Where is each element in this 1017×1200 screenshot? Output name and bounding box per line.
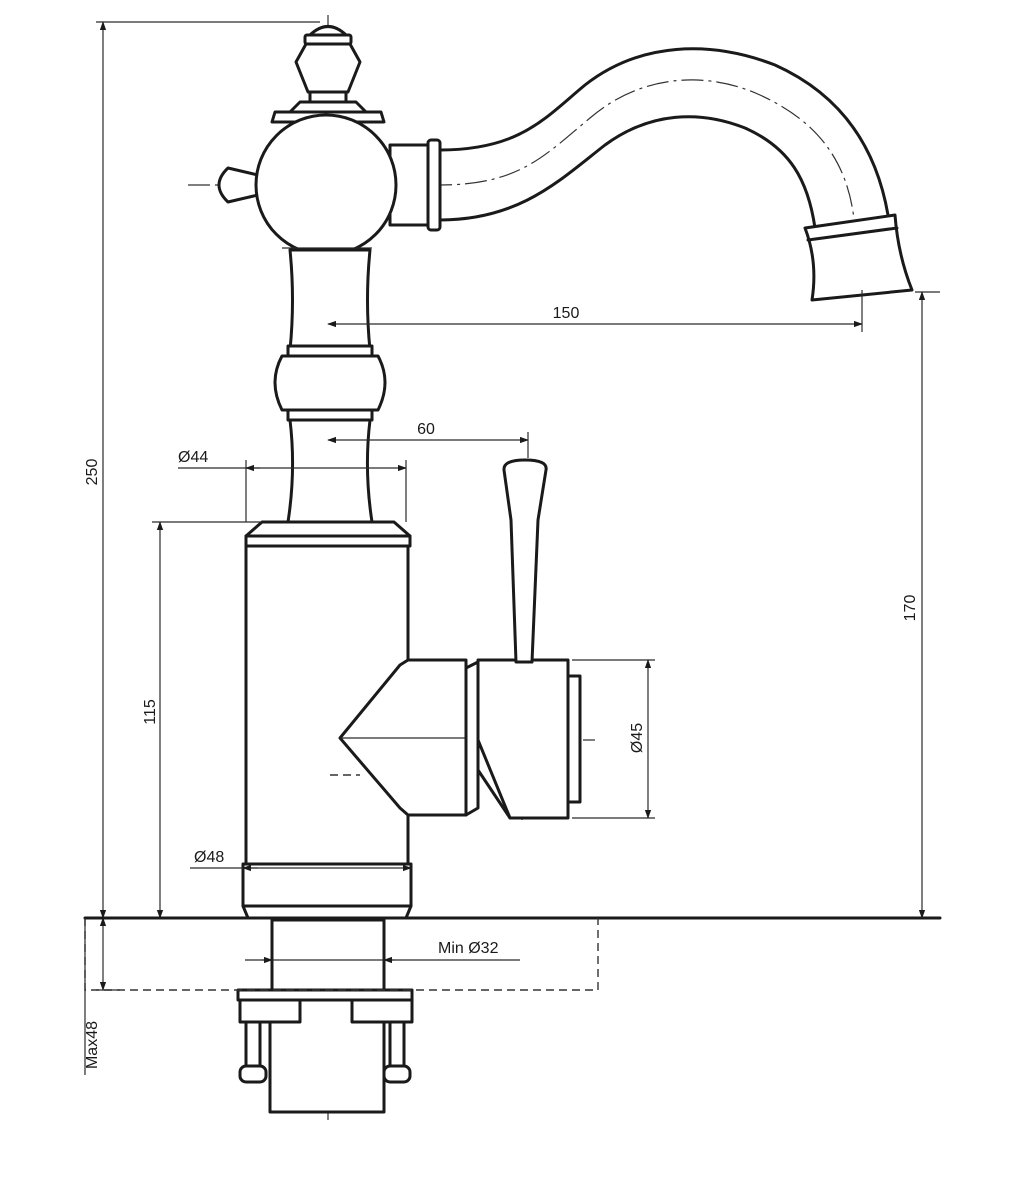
dim-deck-label: Max48 <box>84 1021 101 1069</box>
ball-joint <box>254 113 398 257</box>
dimensions: 250 150 60 Ø44 115 <box>84 21 940 1069</box>
dim-60-label: 60 <box>417 421 435 438</box>
dim-spout-reach: 150 <box>327 290 863 332</box>
dim-deck-thickness: Max48 <box>84 917 120 1069</box>
dim-body-height: 115 <box>142 521 262 919</box>
dim-total-height: 250 <box>84 21 320 919</box>
dim-250-label: 250 <box>84 459 101 486</box>
spout-centerline <box>395 79 856 290</box>
dim-hole-diameter: Min Ø32 <box>245 940 520 964</box>
handle-cartridge <box>330 658 582 820</box>
dim-handle-diameter: Ø45 <box>572 659 655 819</box>
dim-spout-height: 170 <box>902 291 940 919</box>
dim-neck-label: Ø44 <box>178 449 208 466</box>
dim-handle-label: Ø45 <box>629 723 646 753</box>
mounting-hardware <box>236 918 414 1114</box>
finial <box>270 25 386 124</box>
dim-170-label: 170 <box>902 595 919 622</box>
dim-base-label: Ø48 <box>194 849 224 866</box>
dim-handle-offset: 60 <box>327 421 529 458</box>
countertop-deck <box>83 916 942 1075</box>
faucet-body <box>83 25 942 1114</box>
dim-base-diameter: Ø48 <box>190 849 412 872</box>
dim-150-label: 150 <box>553 305 580 322</box>
spout <box>388 47 914 302</box>
dim-neck-diameter: Ø44 <box>178 449 407 522</box>
neck <box>273 248 387 524</box>
dim-hole-label: Min Ø32 <box>438 940 499 957</box>
dim-115-label: 115 <box>142 699 159 725</box>
handle-lever <box>502 458 548 664</box>
